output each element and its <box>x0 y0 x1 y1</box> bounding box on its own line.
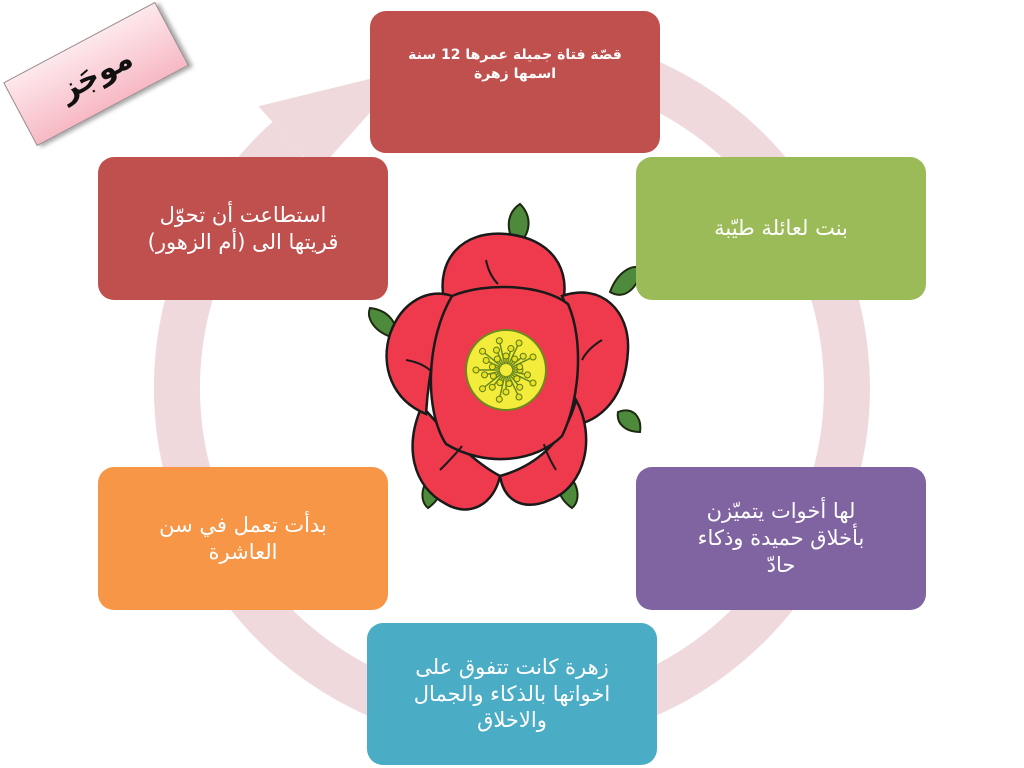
stamen-anther <box>505 380 513 388</box>
stamen-anther <box>495 337 503 345</box>
stamen-filament <box>482 350 502 367</box>
stamen-anther <box>496 379 504 387</box>
stamen-anther <box>495 395 503 403</box>
stamen-anther <box>511 355 519 363</box>
stamen-anther <box>529 353 537 361</box>
stamen-anther <box>529 379 537 387</box>
stamen-filament <box>507 375 520 398</box>
stamen-anther <box>516 383 524 391</box>
petal-creases <box>405 259 603 471</box>
stamen-anther <box>515 393 523 401</box>
stamen-anther <box>519 352 527 360</box>
flower-stamens <box>472 337 537 403</box>
stamen-anther <box>523 371 531 379</box>
stamen-filament <box>482 373 502 390</box>
cycle-node-excellence: زهرة كانت تتفوق على اخواتها بالذكاء والج… <box>367 623 657 765</box>
stamen-anther <box>507 345 515 353</box>
stamen-anther <box>513 375 521 383</box>
stamen-anther <box>479 347 487 355</box>
stamen-anther <box>515 339 523 347</box>
stamen-anther <box>502 388 510 396</box>
stamen-anther <box>472 366 480 374</box>
leaf-right <box>616 409 642 434</box>
stamen-anther <box>479 385 487 393</box>
stamen-filament <box>498 375 506 400</box>
flower-center <box>465 329 547 411</box>
stamen-filament <box>498 340 506 365</box>
stamen-anther <box>516 363 524 371</box>
leaf-top-right <box>608 265 642 296</box>
cycle-node-sisters: لها أخوات يتميّزن بأخلاق حميدة وذكاء حاد… <box>636 467 926 610</box>
cycle-node-intro: قصّة فتاة جميلة عمرها 12 سنة اسمها زهرة <box>370 11 660 153</box>
petal-bottom-right <box>498 396 588 506</box>
stamen-filament <box>511 371 534 384</box>
stamen-filament <box>507 342 520 365</box>
stamen-anther <box>481 371 489 379</box>
stamen-filament <box>511 356 534 369</box>
cycle-node-family: بنت لعائلة طيّبة <box>636 157 926 300</box>
stamen-anther <box>492 346 500 354</box>
stamen-anther <box>482 356 490 364</box>
flower-petals <box>385 232 630 511</box>
cycle-node-work: بدأت تعمل في سن العاشرة <box>98 467 388 610</box>
stamen-anther <box>488 383 496 391</box>
flower-illustration <box>368 202 642 511</box>
page-title: موجَز <box>53 40 139 108</box>
cycle-node-village: استطاعت أن تحوّل قريتها الى (أم الزهور) <box>98 157 388 300</box>
